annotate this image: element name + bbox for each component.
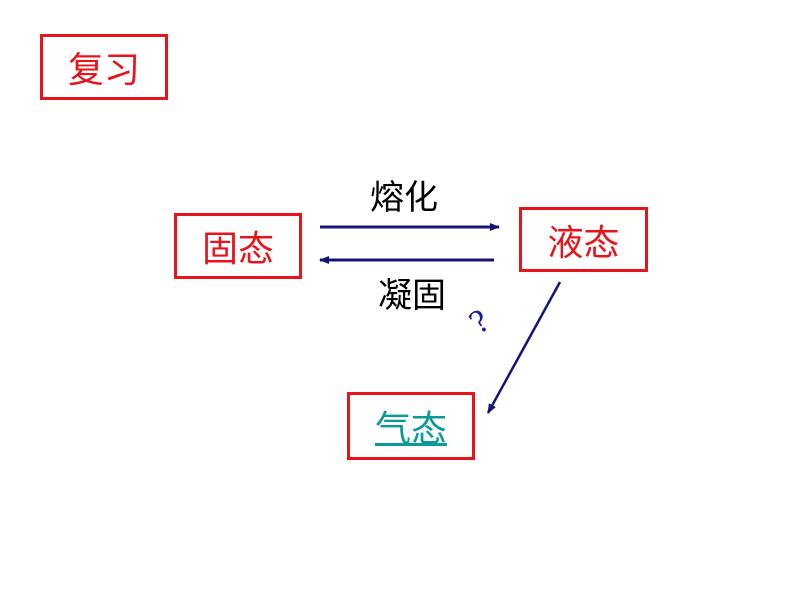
title: 复习 bbox=[67, 50, 140, 91]
gas-state-box: 气态 bbox=[347, 392, 475, 460]
title-box: 复习 bbox=[40, 34, 168, 100]
liquid-label: 液态 bbox=[547, 222, 620, 264]
gas-link[interactable]: 气态 bbox=[374, 409, 447, 450]
vaporization-arrow bbox=[486, 281, 562, 414]
solid-label: 固态 bbox=[201, 229, 274, 270]
solid-state-box: 固态 bbox=[174, 213, 302, 279]
liquid-state-box: 液态 bbox=[519, 207, 648, 272]
melting-label: 熔化 bbox=[370, 178, 438, 218]
solidification-label: 凝固 bbox=[378, 276, 446, 316]
